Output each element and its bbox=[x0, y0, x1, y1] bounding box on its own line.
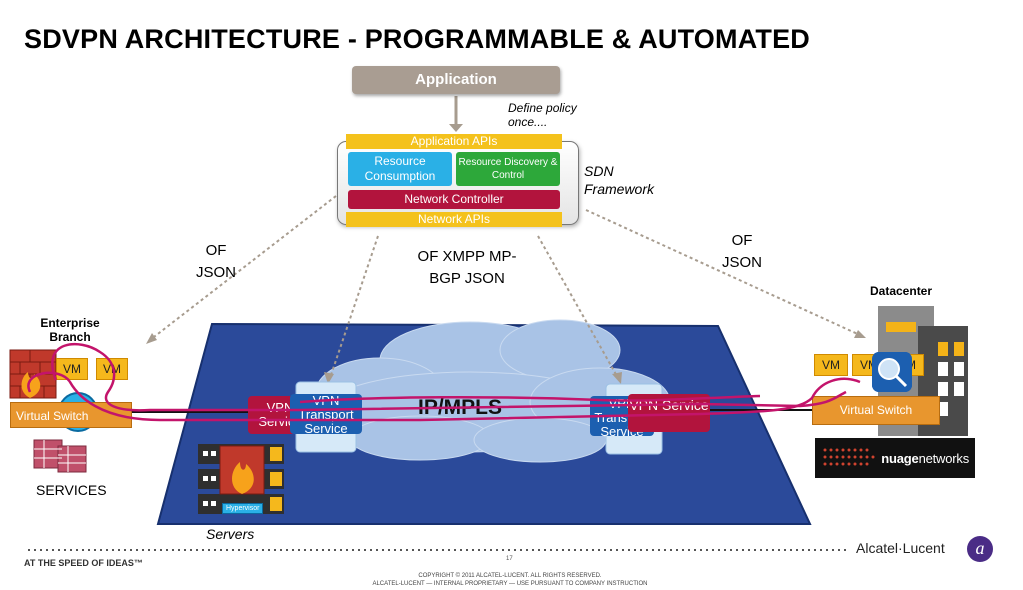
branch-firewall bbox=[9, 349, 57, 399]
nuage-wordmark: nuagenetworks bbox=[881, 451, 969, 466]
policy-arrow-head bbox=[449, 124, 463, 132]
branch-vm-2: VM bbox=[96, 358, 128, 380]
sdn-framework-label: SDN Framework bbox=[584, 163, 655, 197]
copyright-line: COPYRIGHT © 2011 ALCATEL-LUCENT. ALL RIG… bbox=[418, 573, 602, 579]
protocol-label-right: OF JSON bbox=[721, 232, 762, 271]
resource-consumption-box: Resource Consumption bbox=[348, 152, 452, 186]
magnifier-icon bbox=[878, 358, 908, 388]
datacenter-label: Datacenter bbox=[870, 284, 933, 298]
footer-copyright: COPYRIGHT © 2011 ALCATEL-LUCENT. ALL RIG… bbox=[300, 572, 720, 588]
nuage-networks-logo: nuagenetworks bbox=[815, 438, 975, 478]
application-box: Application bbox=[352, 66, 560, 94]
services-label: SERVICES bbox=[36, 482, 107, 498]
enterprise-branch-label: Enterprise Branch bbox=[40, 316, 100, 344]
monitor-icon-overlay bbox=[872, 352, 912, 392]
nuage-wordmark-suffix: networks bbox=[918, 451, 970, 466]
define-policy-note: Define policy once.... bbox=[508, 101, 577, 129]
page-number: 17 bbox=[506, 556, 513, 562]
brand-logo-icon: a bbox=[967, 536, 993, 562]
slide-title: SDVPN ARCHITECTURE - PROGRAMMABLE & AUTO… bbox=[24, 24, 810, 54]
brand-name: Alcatel·Lucent bbox=[856, 540, 945, 556]
proprietary-line: ALCATEL-LUCENT — INTERNAL PROPRIETARY — … bbox=[372, 581, 648, 587]
branch-virtual-switch: Virtual Switch bbox=[10, 402, 132, 428]
control-arrows bbox=[149, 195, 863, 379]
protocol-label-left: OF JSON bbox=[195, 242, 236, 281]
ipmpls-label: IP/MPLS bbox=[418, 396, 503, 419]
nuage-wordmark-prefix: nuage bbox=[881, 451, 919, 466]
footer-tagline: AT THE SPEED OF IDEAS™ bbox=[24, 558, 143, 568]
network-apis-bar: Network APIs bbox=[346, 212, 562, 227]
resource-discovery-box: Resource Discovery & Control bbox=[456, 152, 560, 186]
datacenter-virtual-switch: Virtual Switch bbox=[812, 396, 940, 425]
protocol-label-center: OF XMPP MP-BGP JSON bbox=[417, 248, 517, 287]
servers-rack bbox=[198, 444, 284, 514]
servers-label: Servers bbox=[206, 526, 255, 542]
footer-dotted-rule bbox=[28, 549, 850, 551]
services-icon bbox=[33, 439, 87, 473]
nuage-dots-graphic bbox=[823, 448, 875, 466]
network-controller-bar: Network Controller bbox=[348, 190, 560, 209]
hypervisor-label: Hypervisor bbox=[222, 503, 264, 514]
branch-vm-1: VM bbox=[56, 358, 88, 380]
application-apis-bar: Application APIs bbox=[346, 134, 562, 149]
vpn-transport-left: VPN Transport Service bbox=[290, 394, 362, 436]
datacenter-vm-1: VM bbox=[814, 354, 848, 376]
vpn-service-right: VPN Service bbox=[628, 394, 710, 432]
